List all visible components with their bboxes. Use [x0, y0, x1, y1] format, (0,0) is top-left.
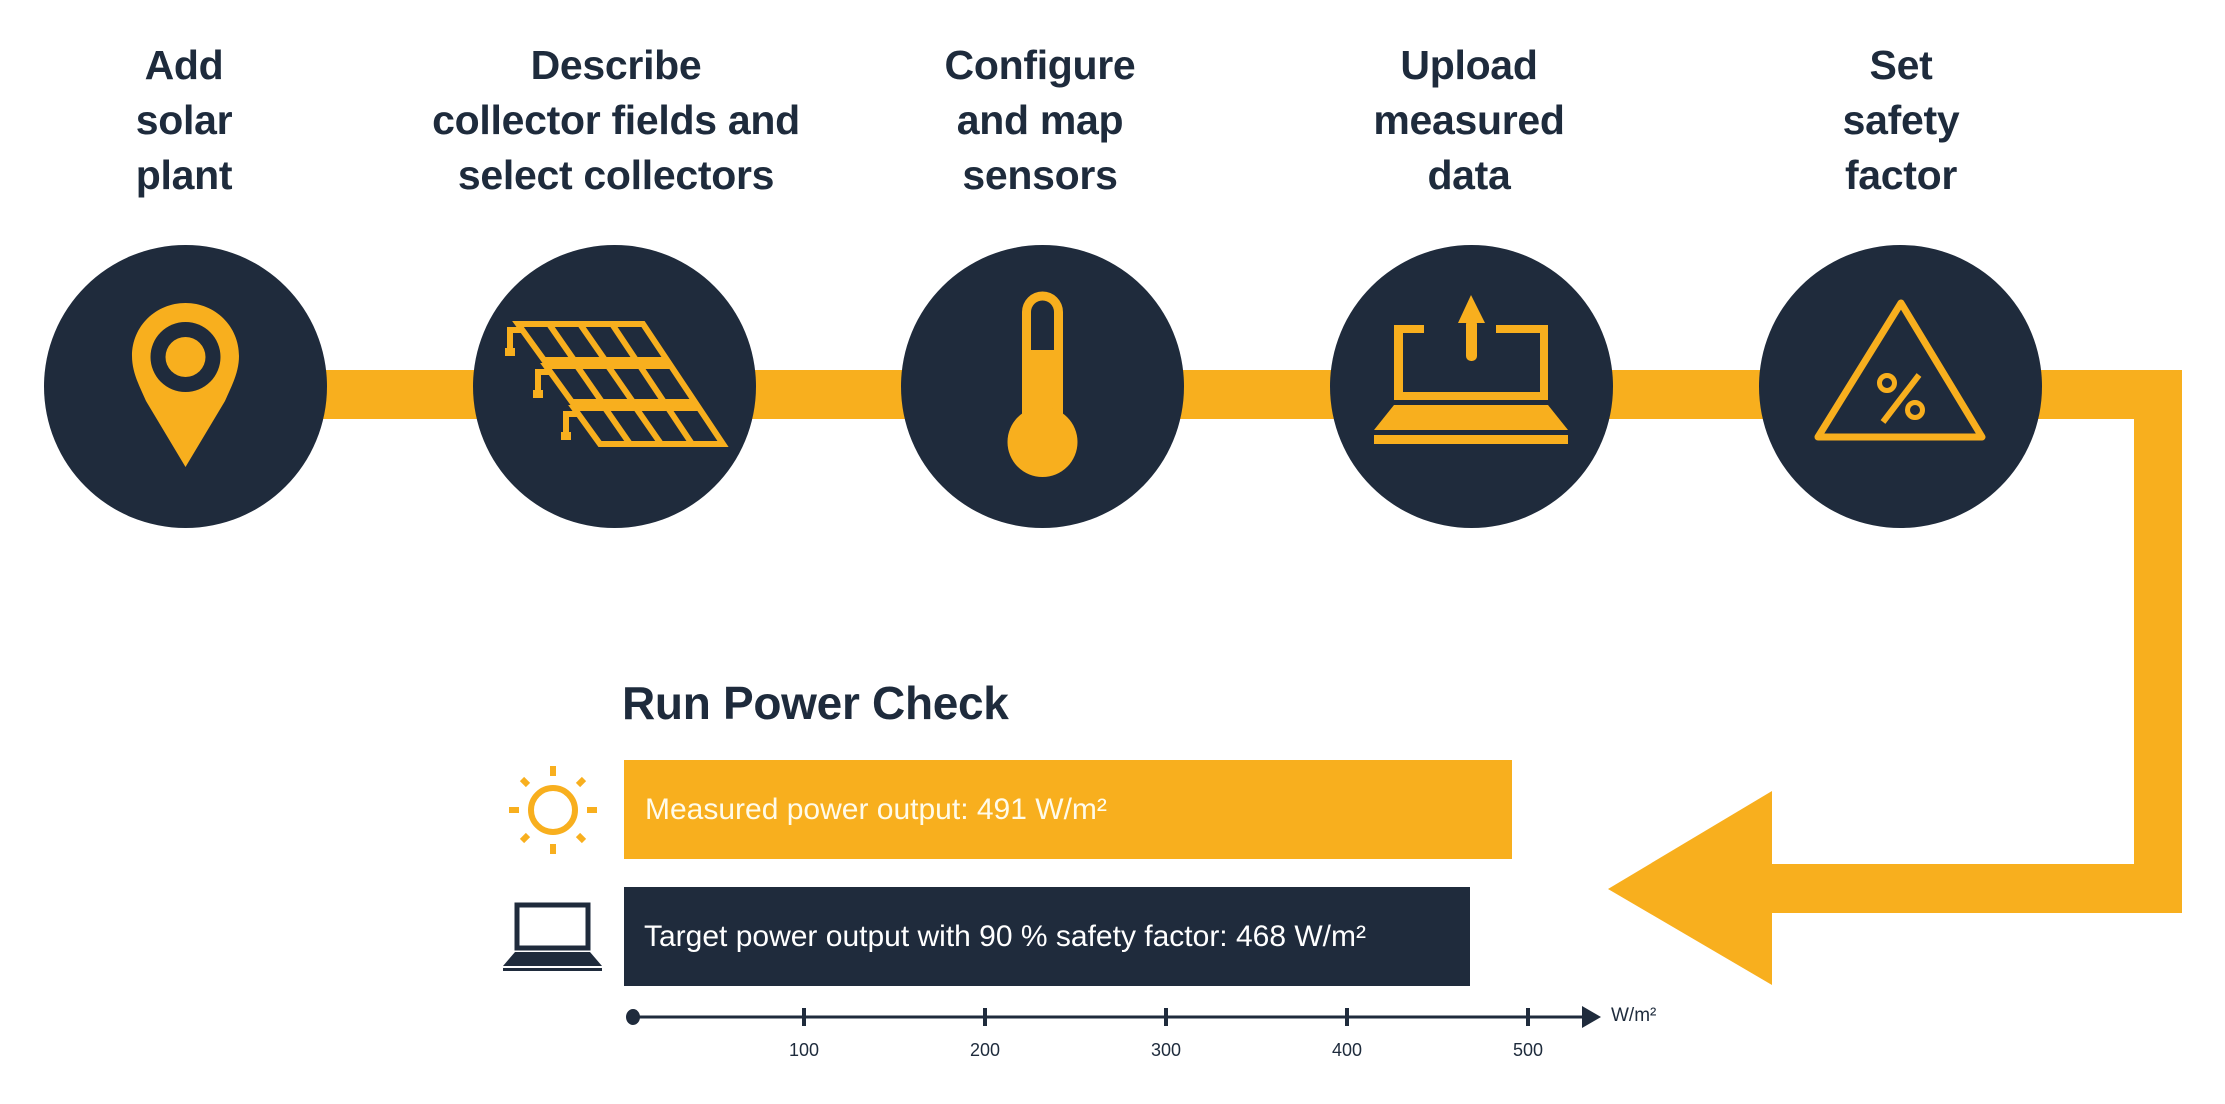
warning-percent-icon	[1814, 299, 1985, 441]
map-pin-icon	[131, 303, 239, 467]
step-label-line: data	[1427, 152, 1511, 198]
step-label-line: Set	[1869, 42, 1933, 88]
step-label-line: safety	[1842, 97, 1960, 143]
axis-tick-label: 300	[1150, 1040, 1182, 1060]
step-label-safety-factor: Set safety factor	[1671, 38, 2131, 203]
laptop-icon	[503, 902, 602, 971]
process-connector-vertical	[2134, 370, 2182, 913]
sun-icon	[509, 766, 597, 854]
process-connector-return	[1770, 864, 2182, 913]
step-label-line: Configure	[944, 42, 1136, 88]
step-circle-upload-data	[1329, 245, 1613, 528]
axis-tick-label: 400	[1331, 1040, 1363, 1060]
step-circle-add-solar-plant	[43, 245, 327, 528]
step-label-line: Describe	[530, 42, 702, 88]
step-label-line: solar	[135, 97, 233, 143]
target-power-bar: Target power output with 90 % safety fac…	[624, 887, 1471, 986]
step-circle-describe-collectors	[472, 245, 756, 528]
step-label-line: sensors	[962, 152, 1118, 198]
step-label-line: measured	[1373, 97, 1565, 143]
step-label-line: collector fields and	[432, 97, 800, 143]
measured-power-label: Measured power output: 491 W/m²	[645, 792, 1107, 826]
step-label-line: Upload	[1400, 42, 1538, 88]
solar-panels-icon	[504, 321, 729, 447]
axis-unit-label: W/m²	[1611, 1005, 1657, 1026]
axis-tick-label: 500	[1512, 1040, 1544, 1060]
axis-tick-label: 200	[969, 1040, 1001, 1060]
step-label-line: and map	[956, 97, 1124, 143]
step-label-upload-data: Upload measured data	[1239, 38, 1699, 203]
step-label-describe-collectors: Describe collector fields and select col…	[386, 38, 846, 203]
measured-power-bar: Measured power output: 491 W/m²	[624, 760, 1512, 859]
thermometer-icon	[1007, 291, 1077, 477]
step-circle-safety-factor	[1758, 245, 2042, 528]
step-label-line: select collectors	[457, 152, 775, 198]
target-power-label: Target power output with 90 % safety fac…	[644, 919, 1366, 953]
power-check-title: Run Power Check	[622, 677, 1009, 729]
step-label-line: plant	[135, 152, 233, 198]
laptop-upload-icon	[1373, 295, 1568, 444]
step-label-line: factor	[1844, 152, 1958, 198]
step-label-line: Add	[144, 42, 224, 88]
step-label-configure-sensors: Configure and map sensors	[810, 38, 1270, 203]
step-circle-configure-sensors	[900, 245, 1184, 528]
step-label-add-solar-plant: Add solar plant	[0, 38, 414, 203]
axis-tick-label: 100	[788, 1040, 820, 1060]
